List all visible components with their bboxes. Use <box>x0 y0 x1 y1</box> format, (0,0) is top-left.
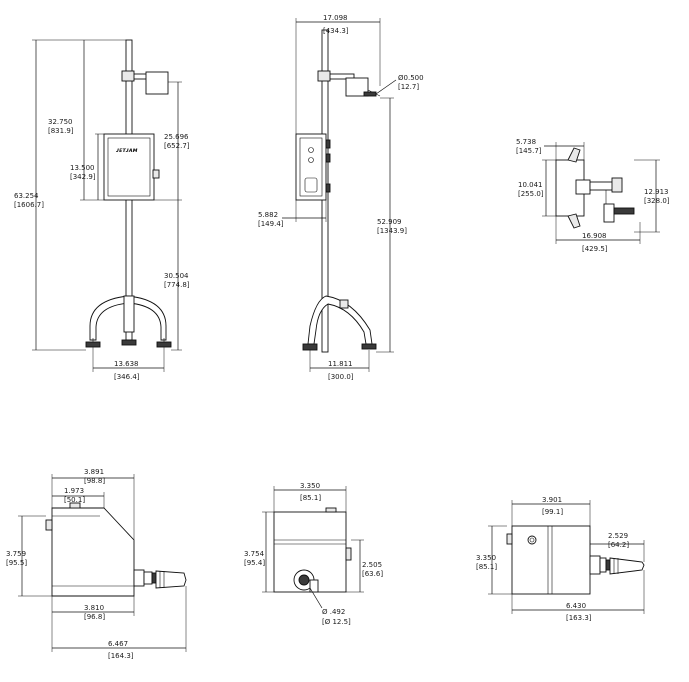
box-top-view: 3.901 [99.1] 3.350 [85.1] 2.529 [64.2] 6… <box>476 496 645 622</box>
box-side-body-width-mm: [96.8] <box>84 613 105 621</box>
top-view: 5.738 [145.7] 10.041 [255.0] 12.913 [328… <box>516 138 670 253</box>
side-foot-left <box>302 343 318 351</box>
front-box-height-in: 13.500 <box>70 164 95 172</box>
box-top-port <box>527 535 537 545</box>
side-height-in: 52.909 <box>377 218 402 226</box>
side-height-mm: [1343.9] <box>377 227 407 235</box>
side-sensor-head <box>345 77 369 97</box>
box-side-top-width-mm: [98.8] <box>84 477 105 485</box>
box-front-port-dia-in: Ø .492 <box>322 608 345 616</box>
side-nozzle <box>363 91 377 97</box>
box-top-height-in: 3.350 <box>476 554 496 562</box>
front-upper-height-mm: [831.9] <box>48 127 74 135</box>
box-front-port-dia-mm: [Ø 12.5] <box>322 618 351 626</box>
box-top-width-mm: [99.1] <box>542 508 563 516</box>
top-sensor <box>603 203 615 223</box>
box-top-overall-width-mm: [163.3] <box>566 614 592 622</box>
box-top-overall-width-in: 6.430 <box>566 602 586 610</box>
front-legs <box>89 295 167 341</box>
box-top-nozzle-in: 2.529 <box>608 532 628 540</box>
box-front-port-height-in: 2.505 <box>362 561 382 569</box>
side-base-width-in: 11.811 <box>328 360 353 368</box>
top-height-a-mm: [255.0] <box>518 190 544 198</box>
front-base-width-mm: [346.4] <box>114 373 140 381</box>
front-view: ᴊᴇᴛᴊᴀᴍ 63.254 [1606.7] 32.750 [831.9] 13… <box>14 39 190 381</box>
front-overall-height-mm: [1606.7] <box>14 201 44 209</box>
top-depth-in: 5.738 <box>516 138 536 146</box>
front-enclosure-lid <box>107 137 151 197</box>
box-front-port <box>298 574 310 586</box>
front-base-width-in: 13.638 <box>114 360 139 368</box>
side-overall-width-in: 17.098 <box>323 14 348 22</box>
side-enclosure <box>295 133 327 201</box>
box-front-height-in: 3.754 <box>244 550 265 558</box>
box-side-height-mm: [95.5] <box>6 559 27 567</box>
side-foot-right <box>361 343 377 350</box>
side-view: 17.098 [434.3] Ø0.500 [12.7] 5.882 [149.… <box>258 14 424 381</box>
box-side-top-width-in: 3.891 <box>84 468 104 476</box>
front-overall-height-in: 63.254 <box>14 192 39 200</box>
box-side-height-in: 3.759 <box>6 550 26 558</box>
box-side-fitting <box>133 569 145 587</box>
front-upper-height-in: 32.750 <box>48 118 73 126</box>
side-box-depth-mm: [149.4] <box>258 220 284 228</box>
side-tube-dia-mm: [12.7] <box>398 83 419 91</box>
front-foot-center <box>121 339 137 346</box>
front-foot-left <box>85 341 101 348</box>
box-front-width-mm: [85.1] <box>300 494 321 502</box>
box-top-body <box>511 525 591 595</box>
box-top-fitting <box>589 555 601 575</box>
box-side-offset-mm: [50.1] <box>64 496 85 504</box>
front-clamp <box>121 70 135 82</box>
front-enclosure-logo: ᴊᴇᴛᴊᴀᴍ <box>115 147 138 154</box>
box-side-offset-in: 1.973 <box>64 487 84 495</box>
box-side-body-width-in: 3.810 <box>84 604 104 612</box>
top-width-mm: [429.5] <box>582 245 608 253</box>
box-front-width-in: 3.350 <box>300 482 320 490</box>
side-base-width-mm: [300.0] <box>328 373 354 381</box>
top-height-a-in: 10.041 <box>518 181 543 189</box>
front-enclosure <box>103 133 155 201</box>
box-front-view: 3.350 [85.1] 3.754 [95.4] 2.505 [63.6] Ø… <box>244 482 383 626</box>
box-side-overall-width-mm: [164.3] <box>108 652 134 660</box>
box-side-view: 3.891 [98.8] 1.973 [50.1] 3.759 [95.5] 3… <box>6 468 187 660</box>
box-top-nozzle <box>609 557 645 575</box>
top-width-in: 16.908 <box>582 232 607 240</box>
front-foot-right <box>156 341 172 348</box>
front-lower-height-mm: [774.8] <box>164 281 190 289</box>
box-side-nozzle <box>155 570 187 589</box>
side-tube-dia-in: Ø0.500 <box>398 74 424 82</box>
front-enclosure-port <box>152 169 160 179</box>
box-top-height-mm: [85.1] <box>476 563 497 571</box>
top-depth-mm: [145.7] <box>516 147 542 155</box>
front-top-mid-mm: [652.7] <box>164 142 190 150</box>
box-front-height-mm: [95.4] <box>244 559 265 567</box>
top-height-b-mm: [328.0] <box>644 197 670 205</box>
box-front-port-height-mm: [63.6] <box>362 570 383 578</box>
box-side-body <box>51 507 135 597</box>
front-top-mid-in: 25.696 <box>164 133 189 141</box>
top-height-b-in: 12.913 <box>644 188 669 196</box>
box-top-nozzle-mm: [64.2] <box>608 541 629 549</box>
side-overall-width-mm: [434.3] <box>323 27 349 35</box>
side-box-depth-in: 5.882 <box>258 211 278 219</box>
box-top-width-in: 3.901 <box>542 496 562 504</box>
top-pole-clamp <box>575 179 591 195</box>
box-side-overall-width-in: 6.467 <box>108 640 128 648</box>
front-sensor-head <box>145 71 169 95</box>
front-box-height-mm: [342.9] <box>70 173 96 181</box>
front-lower-height-in: 30.504 <box>164 272 189 280</box>
